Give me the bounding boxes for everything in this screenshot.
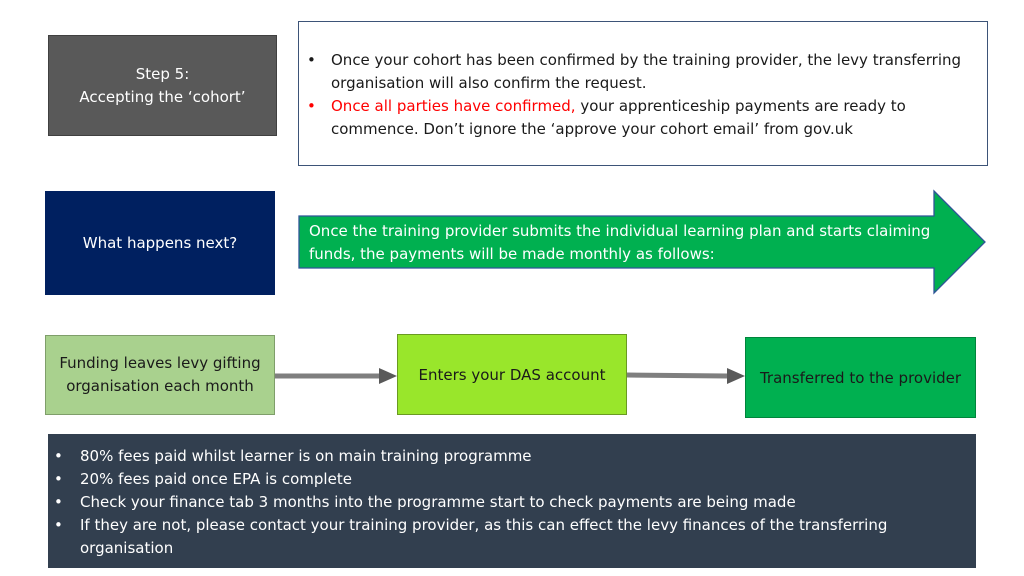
bullet-icon: • [307, 97, 316, 115]
info-text-1: Once your cohort has been confirmed by t… [331, 51, 962, 92]
note-item: • If they are not, please contact your tr… [54, 514, 966, 560]
info-item: • Once your cohort has been confirmed by… [307, 49, 981, 95]
bullet-icon: • [307, 51, 316, 69]
note-item: • 80% fees paid whilst learner is on main… [54, 445, 966, 468]
funding-box: Funding leaves levy gifting organisation… [45, 335, 275, 415]
payment-notes-box: • 80% fees paid whilst learner is on main… [48, 434, 976, 568]
arrow-text: Once the training provider submits the i… [309, 222, 931, 263]
note-text: 20% fees paid once EPA is complete [80, 470, 352, 488]
payment-notes-list: • 80% fees paid whilst learner is on main… [54, 445, 966, 560]
das-account-box: Enters your DAS account [397, 334, 627, 415]
bullet-icon: • [54, 493, 63, 511]
provider-label: Transferred to the provider [759, 368, 962, 387]
funding-label: Funding leaves levy gifting organisation… [59, 354, 261, 395]
note-text: If they are not, please contact your tra… [80, 516, 888, 557]
info-text-2-highlight: Once all parties have confirmed, [331, 97, 576, 115]
info-box: • Once your cohort has been confirmed by… [298, 21, 988, 166]
info-item: • Once all parties have confirmed, your … [307, 95, 981, 141]
step-box: Step 5: Accepting the ‘cohort’ [48, 35, 277, 136]
note-text: 80% fees paid whilst learner is on main … [80, 447, 532, 465]
step-number: Step 5: [135, 64, 190, 83]
info-list: • Once your cohort has been confirmed by… [307, 49, 981, 141]
note-item: • Check your finance tab 3 months into th… [54, 491, 966, 514]
bullet-icon: • [54, 470, 63, 488]
arrow-body [298, 189, 986, 295]
connector-arrow-1 [275, 368, 397, 384]
what-happens-next-box: What happens next? [45, 191, 275, 295]
info-text-2: your apprenticeship payments are ready t… [331, 97, 906, 138]
what-happens-next-label: What happens next? [82, 234, 238, 252]
das-account-label: Enters your DAS account [418, 365, 606, 384]
bullet-icon: • [54, 516, 63, 534]
step-title: Accepting the ‘cohort’ [79, 87, 246, 106]
bullet-icon: • [54, 447, 63, 465]
note-item: • 20% fees paid once EPA is complete [54, 468, 966, 491]
provider-box: Transferred to the provider [745, 337, 976, 418]
note-text: Check your finance tab 3 months into the… [80, 493, 796, 511]
arrow-shape [298, 189, 986, 295]
connector-arrow-2 [627, 368, 745, 384]
